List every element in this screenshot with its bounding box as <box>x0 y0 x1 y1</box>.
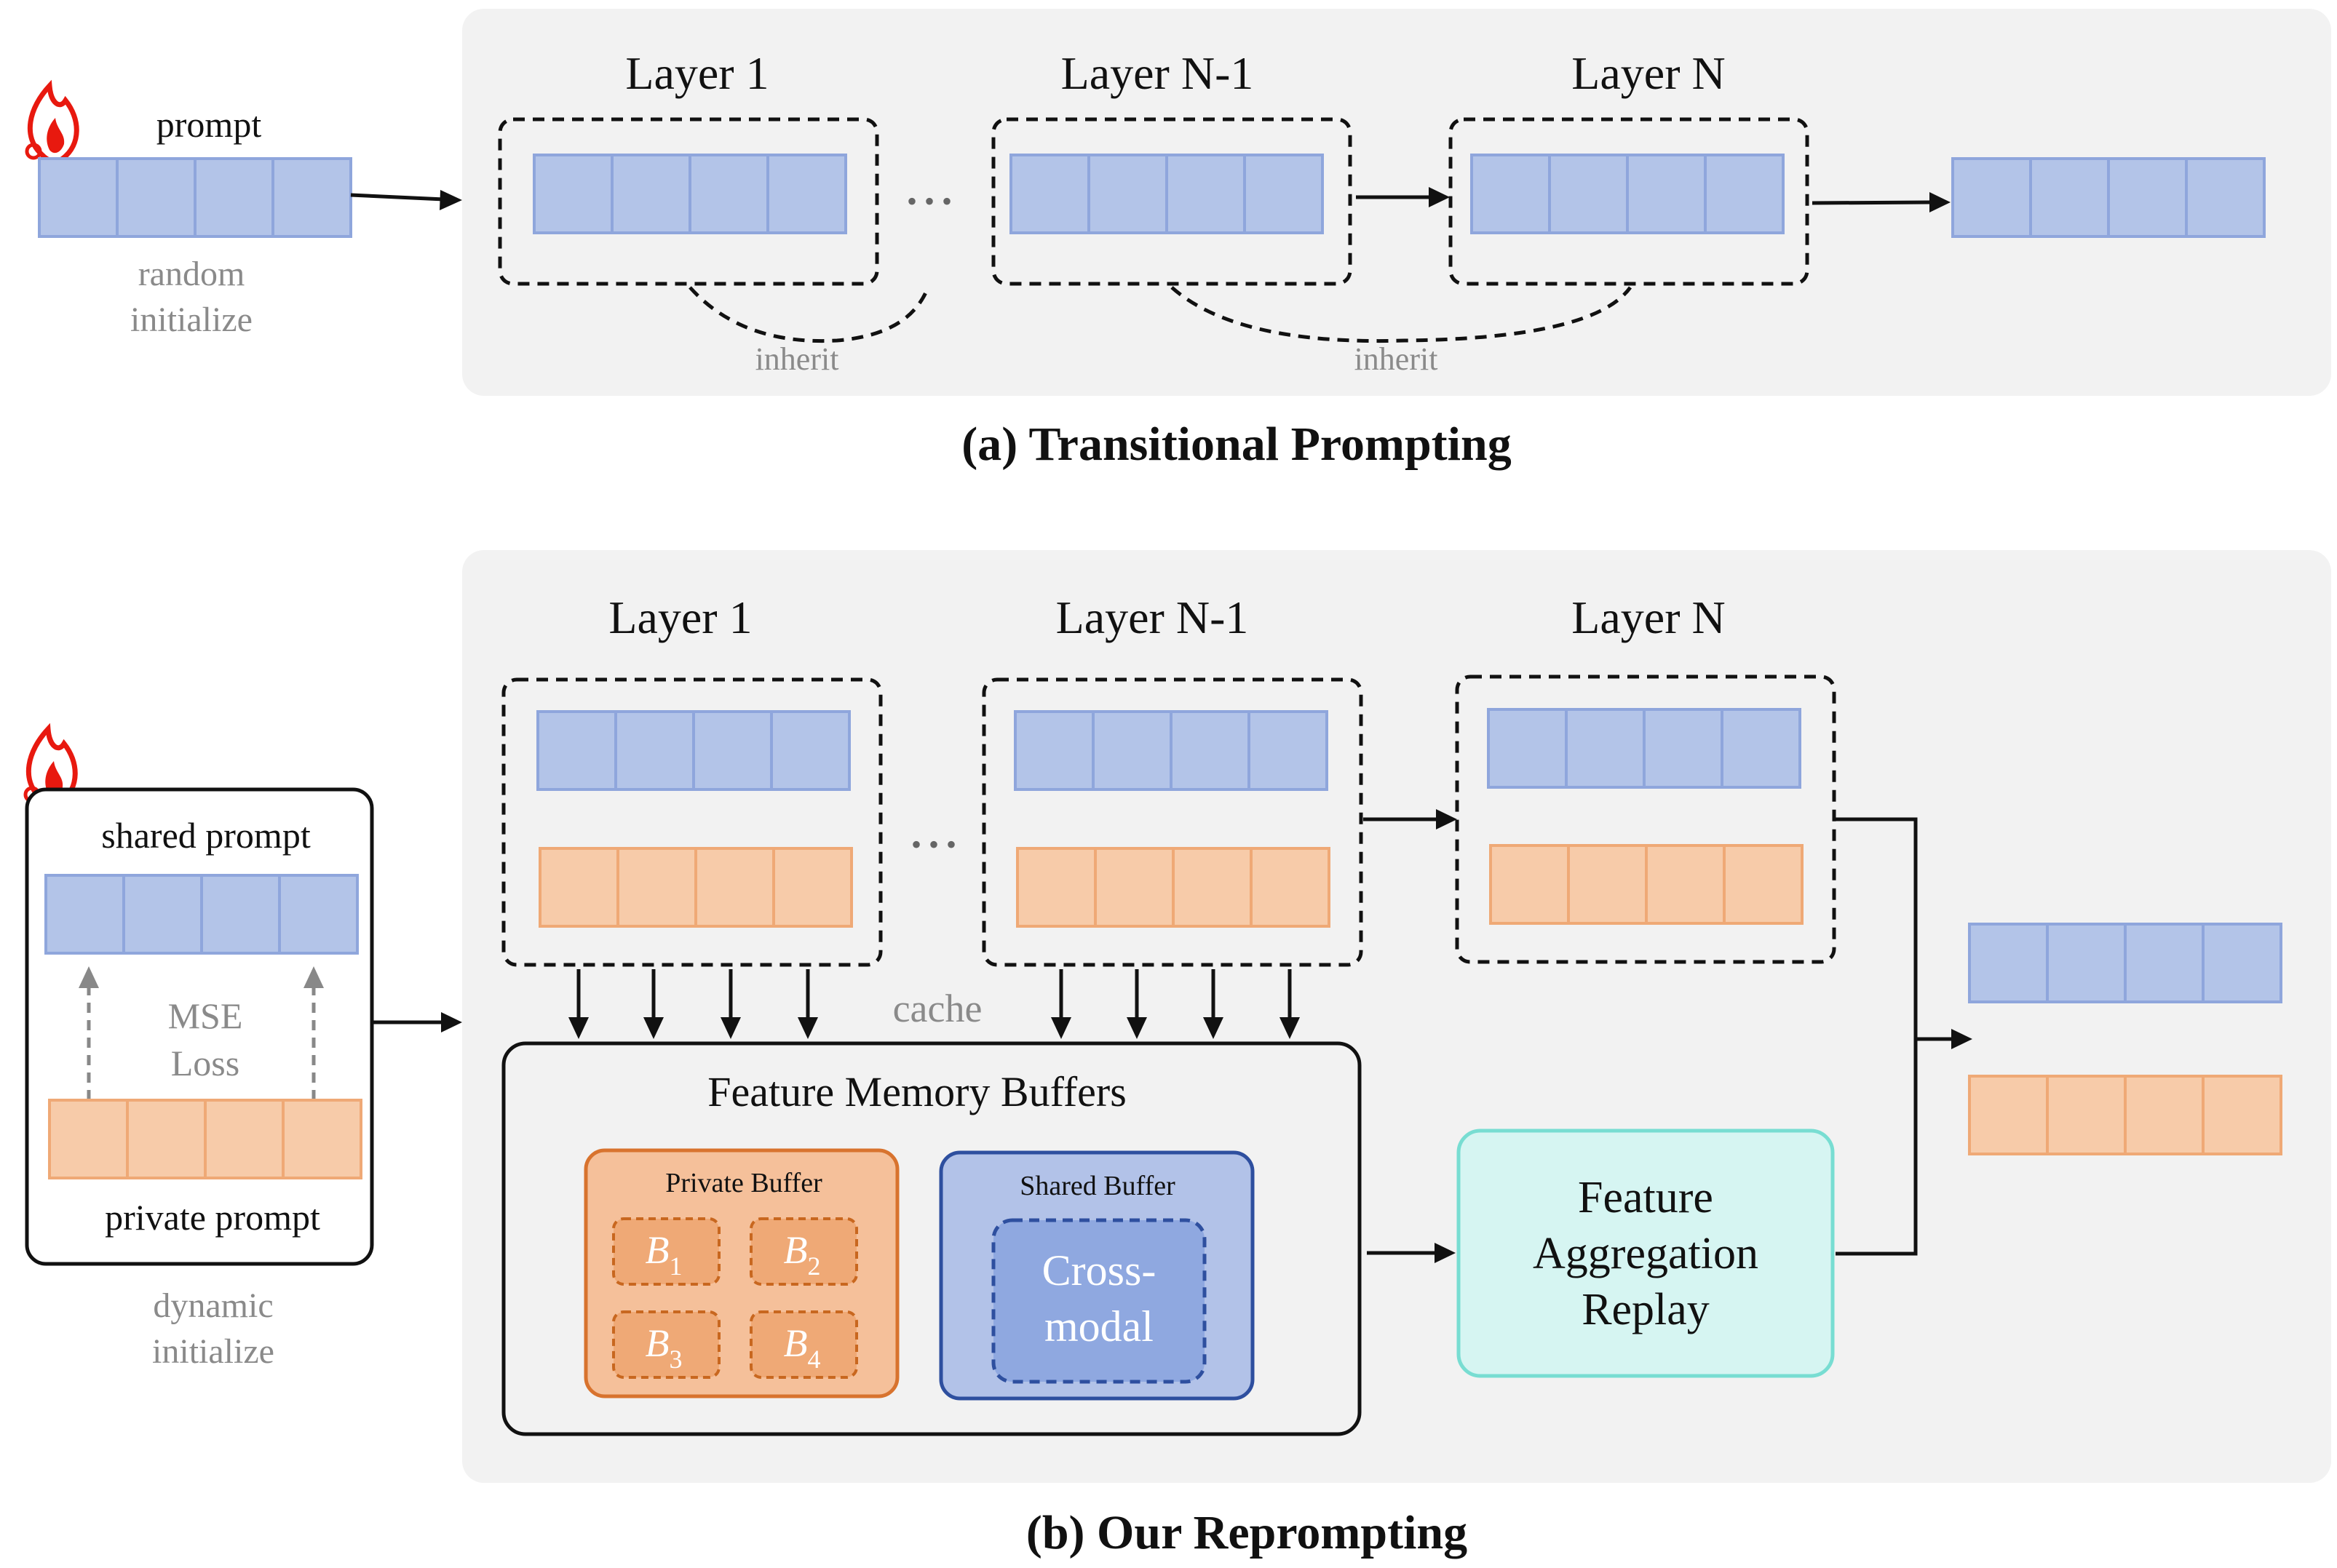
random-initialize-label: initialize <box>130 301 253 339</box>
layer-n-1-box <box>982 677 1363 967</box>
ellipsis: • • • <box>911 828 956 861</box>
arrowhead <box>303 966 324 988</box>
layer-1-private-prompt <box>539 847 853 928</box>
layer-n-1-shared-prompt <box>1014 710 1328 791</box>
output-shared-prompt <box>1968 923 2282 1003</box>
buffer-subscript: 2 <box>808 1251 821 1281</box>
random-initialize-label: random <box>138 255 245 293</box>
prompt-label: prompt <box>156 104 262 145</box>
ellipsis: • • • <box>907 185 952 218</box>
inherit-label: inherit <box>755 341 839 377</box>
aggregation-label: Aggregation <box>1533 1229 1758 1278</box>
buffer-subscript: 1 <box>670 1251 683 1281</box>
dynamic-initialize-label: initialize <box>152 1332 274 1371</box>
svg-text:B2: B2 <box>784 1228 821 1281</box>
flame-icon <box>25 79 79 164</box>
layer-1-box <box>501 677 883 967</box>
inherit-curve <box>1170 286 1632 343</box>
layer-1-title: Layer 1 <box>625 47 769 99</box>
buffer-symbol: B <box>646 1228 670 1272</box>
private-buffer-item: B1 <box>612 1217 721 1286</box>
feature-aggregation-replay-box <box>1456 1129 1835 1378</box>
layer-n-1-prompt <box>1009 154 1324 234</box>
merge-line <box>1836 817 1918 1039</box>
buffer-symbol: B <box>784 1321 808 1365</box>
layer-n-prompt <box>1470 154 1785 234</box>
private-prompt-label: private prompt <box>105 1197 320 1238</box>
layer-1-prompt <box>533 154 847 234</box>
private-buffer-title: Private Buffer <box>665 1168 822 1198</box>
caption-a: (a) Transitional Prompting <box>961 418 1511 471</box>
arrowhead <box>1435 1243 1456 1263</box>
buffer-subscript: 4 <box>808 1345 821 1374</box>
panel-a-background <box>462 9 2331 396</box>
output-private-prompt <box>1968 1075 2282 1155</box>
layer-n-1-title: Layer N-1 <box>1056 592 1249 643</box>
layer-n-box <box>1448 117 1809 286</box>
layer-1-shared-prompt <box>536 710 851 791</box>
arrowhead <box>1436 809 1457 829</box>
inherit-curve <box>689 286 930 343</box>
aggregation-label: Feature <box>1578 1173 1713 1222</box>
cache-arrows <box>568 969 1300 1039</box>
arrowhead <box>440 190 462 210</box>
layer-n-1-box <box>991 117 1352 286</box>
output-prompt-a <box>1951 157 2266 238</box>
layer-1-box <box>498 117 879 286</box>
layer-1-title: Layer 1 <box>608 592 752 643</box>
svg-text:B1: B1 <box>646 1228 683 1281</box>
layer-n-shared-prompt <box>1487 708 1801 789</box>
svg-text:B3: B3 <box>646 1321 683 1374</box>
layer-n-box <box>1455 674 1836 964</box>
private-buffer-item: B4 <box>750 1310 858 1379</box>
layer-n-1-title: Layer N-1 <box>1061 47 1254 99</box>
prompt-cell <box>271 157 352 238</box>
buffer-symbol: B <box>646 1321 670 1365</box>
layer-n-private-prompt <box>1489 844 1804 925</box>
layer-n-title: Layer N <box>1571 47 1725 99</box>
feature-memory-buffers-title: Feature Memory Buffers <box>707 1068 1127 1115</box>
prompt-cell <box>38 157 119 238</box>
buffer-symbol: B <box>784 1228 808 1272</box>
layer-n-title: Layer N <box>1571 592 1725 643</box>
cross-modal-label: modal <box>1044 1302 1154 1350</box>
arrowhead <box>1929 192 1951 212</box>
aggregation-label: Replay <box>1582 1285 1710 1334</box>
shared-prompt-label: shared prompt <box>101 815 311 856</box>
prompt-cell <box>116 157 197 238</box>
private-buffer-item: B3 <box>612 1310 721 1379</box>
input-prompt-a <box>38 157 352 238</box>
svg-text:B4: B4 <box>784 1321 821 1374</box>
cross-modal-label: Cross- <box>1042 1246 1156 1294</box>
buffer-subscript: 3 <box>670 1345 683 1374</box>
arrow <box>350 193 445 202</box>
private-buffer-item: B2 <box>750 1217 858 1286</box>
layer-n-1-private-prompt <box>1016 847 1330 928</box>
mse-loss-label: MSE <box>168 995 243 1036</box>
dynamic-initialize-label: dynamic <box>153 1286 273 1325</box>
mse-loss-label: Loss <box>171 1043 239 1083</box>
merge-line <box>1836 1039 1918 1256</box>
prompt-cell <box>194 157 274 238</box>
arrowhead <box>1429 187 1450 207</box>
arrow <box>1812 200 1931 205</box>
shared-prompt <box>44 874 359 955</box>
caption-b: (b) Our Reprompting <box>1026 1506 1467 1559</box>
private-prompt <box>48 1099 362 1179</box>
cross-modal-item <box>991 1218 1207 1384</box>
arrowhead <box>1951 1029 1972 1049</box>
inherit-label: inherit <box>1354 341 1438 377</box>
arrowhead <box>79 966 99 988</box>
arrowhead <box>441 1012 462 1032</box>
cache-label: cache <box>893 987 983 1030</box>
shared-buffer-title: Shared Buffer <box>1020 1171 1175 1201</box>
